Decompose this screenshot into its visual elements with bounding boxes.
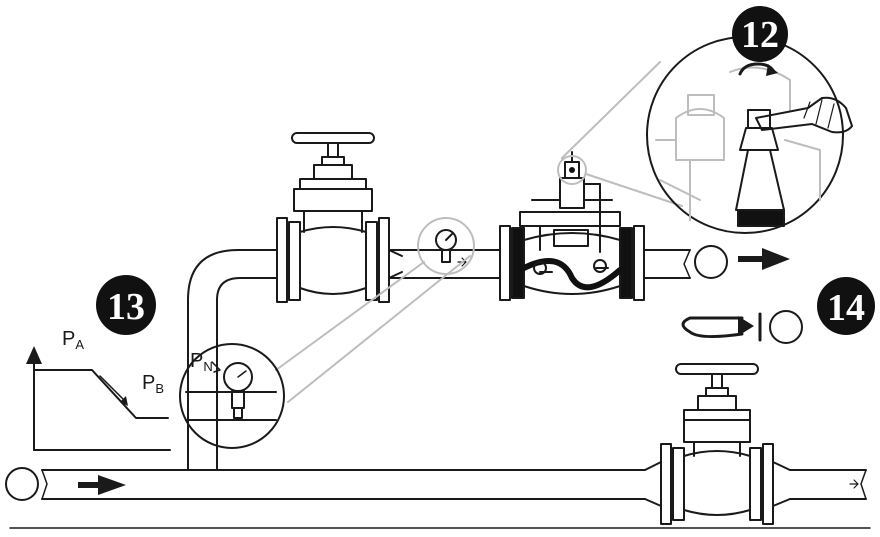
pressure-gauge-icon bbox=[435, 229, 467, 267]
graph-pointer-arrow bbox=[99, 375, 125, 401]
pressure-graph bbox=[26, 346, 171, 451]
detail-adjust-pilot bbox=[646, 36, 853, 234]
pilot-magnifier-connector bbox=[561, 61, 683, 207]
label-pa-sub: A bbox=[75, 337, 84, 352]
step-number-12: 12 bbox=[741, 14, 779, 56]
rotate-close-head bbox=[738, 316, 754, 336]
label-pa: PA bbox=[62, 328, 84, 352]
inlet-indicator-circle bbox=[5, 467, 39, 501]
outlet-indicator-circle bbox=[694, 245, 728, 279]
label-pn-sub: N bbox=[203, 359, 212, 374]
main-pipe bbox=[41, 469, 867, 500]
label-pb: PB bbox=[142, 372, 164, 396]
rotate-arrow-head bbox=[766, 64, 778, 76]
flow-direction-marker bbox=[849, 479, 859, 489]
gauge-magnifier-ring-upper bbox=[417, 217, 475, 275]
outlet-arrow-head bbox=[762, 248, 790, 270]
gate-valve-lower bbox=[644, 363, 791, 525]
label-pa-main: P bbox=[62, 328, 75, 350]
label-pn: PN bbox=[190, 350, 213, 374]
flow-arrow-head bbox=[98, 475, 126, 495]
step-number-13: 13 bbox=[107, 286, 145, 328]
magnifier-connector bbox=[275, 255, 471, 403]
step-badge-14 bbox=[817, 277, 875, 335]
outlet-arrow-icon bbox=[738, 256, 764, 262]
graph-pressure-line bbox=[33, 369, 169, 419]
flow-arrow-icon bbox=[78, 482, 100, 488]
step-badge-12 bbox=[732, 6, 788, 62]
gauge-magnifier-lower bbox=[179, 343, 285, 449]
graph-pointer-head bbox=[120, 396, 128, 406]
gate-valve-upper bbox=[261, 132, 403, 303]
pilot-magnifier-ring bbox=[557, 155, 587, 185]
pressure-reducing-valve-icon bbox=[499, 151, 645, 301]
step-badge-13 bbox=[96, 275, 156, 335]
label-pb-sub: B bbox=[155, 381, 164, 396]
rotate-close-icon bbox=[681, 316, 744, 339]
step-number-14: 14 bbox=[827, 287, 865, 329]
label-pn-main: P bbox=[190, 350, 203, 372]
label-pb-main: P bbox=[142, 372, 155, 394]
wrench-hand-icon bbox=[755, 96, 853, 134]
bypass-pipe bbox=[187, 249, 691, 471]
closed-indicator-circle bbox=[769, 310, 803, 344]
graph-y-axis-arrow bbox=[26, 346, 42, 364]
